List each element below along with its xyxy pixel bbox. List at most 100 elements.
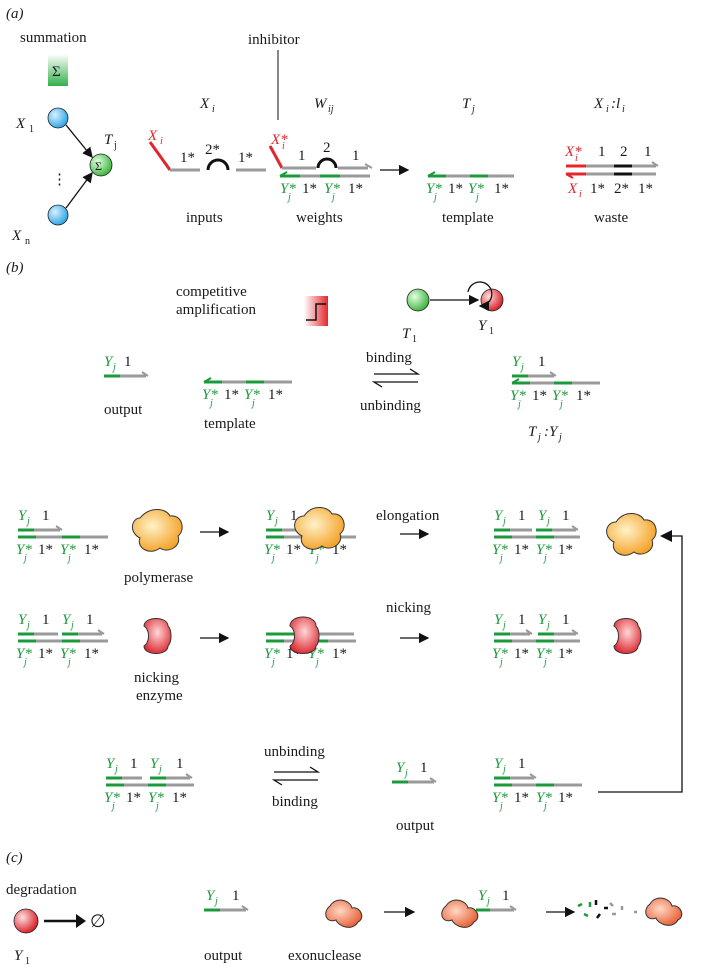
node-x1-circle <box>47 107 69 129</box>
svg-text:Y*: Y* <box>552 388 568 404</box>
svg-text:1: 1 <box>130 756 138 772</box>
svg-text:j: j <box>154 801 159 812</box>
svg-text:T: T <box>462 96 472 112</box>
svg-text:Y: Y <box>494 612 504 628</box>
weights-strand: X* i 1 2 1 Y* j 1* Y* j 1* <box>268 132 373 203</box>
svg-text:j: j <box>22 553 27 564</box>
col-title-xi: X i <box>199 96 215 115</box>
svg-text:2: 2 <box>620 144 628 160</box>
node-xn-label: X <box>11 228 22 244</box>
svg-text:1: 1 <box>290 508 298 524</box>
elong-start-duplex: Y j 1 Y* j 1* Y* j 1* <box>16 508 108 564</box>
node-xn-circle <box>47 204 69 226</box>
svg-text:X: X <box>593 96 604 112</box>
svg-text:1*: 1* <box>448 181 463 197</box>
svg-text:j: j <box>330 192 335 203</box>
col-title-tj: T j <box>462 96 475 115</box>
caption-template-b: template <box>204 416 256 432</box>
svg-text:1*: 1* <box>514 542 529 558</box>
degradation-arrowhead <box>76 914 86 928</box>
svg-text:Y*: Y* <box>324 181 340 197</box>
exonuclease-bound <box>441 899 479 928</box>
svg-text:1*: 1* <box>576 388 591 404</box>
svg-text:j: j <box>501 764 506 775</box>
svg-text:1*: 1* <box>126 790 141 806</box>
caption-output-3: output <box>204 948 243 964</box>
unbinding-label-1: unbinding <box>360 398 421 414</box>
svg-text:Y: Y <box>206 888 216 904</box>
col-title-wij: W ij <box>314 96 334 115</box>
nick-end-duplex: Y j 1 Y j 1 Y* j 1* Y* j 1* <box>492 612 580 668</box>
svg-text:Y: Y <box>494 508 504 524</box>
elong-end-duplex: Y j 1 Y j 1 Y* j 1* Y* j 1* <box>492 508 580 564</box>
svg-text:1*: 1* <box>172 790 187 806</box>
svg-text::l: :l <box>611 96 620 112</box>
svg-text:Y*: Y* <box>492 542 508 558</box>
svg-text:i: i <box>606 104 609 115</box>
unbind-start-duplex: Y j 1 Y j 1 Y* j 1* Y* j 1* <box>104 756 194 812</box>
competitive-label: competitive <box>176 284 247 300</box>
svg-text:Y*: Y* <box>16 646 32 662</box>
svg-text:1*: 1* <box>558 790 573 806</box>
svg-text:X*: X* <box>270 132 288 148</box>
caption-output-1: output <box>104 402 143 418</box>
template-strand-a: Y* j 1* Y* j 1* <box>426 171 514 203</box>
svg-text:j: j <box>25 620 30 631</box>
svg-text:ij: ij <box>328 104 334 115</box>
svg-text:1*: 1* <box>38 542 53 558</box>
caption-template-a: template <box>442 210 494 226</box>
svg-text:1*: 1* <box>84 646 99 662</box>
node-y1-sub: 1 <box>489 326 494 337</box>
elong-mid-duplex: Y j 1 Y* j 1* Y* j 1* <box>264 508 356 564</box>
svg-text:1*: 1* <box>332 646 347 662</box>
svg-text:Y: Y <box>18 612 28 628</box>
svg-text:1: 1 <box>86 612 94 628</box>
svg-text:j: j <box>157 764 162 775</box>
output-strand-3: Y j 1 <box>204 888 249 912</box>
svg-text:Y: Y <box>512 354 522 370</box>
svg-text::Y: :Y <box>544 424 559 440</box>
polymerase-label: polymerase <box>124 570 193 586</box>
svg-text:j: j <box>69 620 74 631</box>
svg-text:1: 1 <box>42 508 50 524</box>
svg-text:1: 1 <box>352 148 360 164</box>
amplification-label: amplification <box>176 302 256 318</box>
svg-text:1: 1 <box>232 888 240 904</box>
feedback-arrowhead <box>660 530 672 542</box>
svg-text:j: j <box>474 192 479 203</box>
caption-weights: weights <box>296 210 343 226</box>
nick-start-duplex: Y j 1 Y j 1 Y* j 1* Y* j 1* <box>16 612 108 668</box>
svg-text:1: 1 <box>176 756 184 772</box>
caption-waste: waste <box>594 210 628 226</box>
node-tj-label: T <box>104 132 114 148</box>
svg-text:1*: 1* <box>532 388 547 404</box>
exonuclease-released <box>645 897 683 926</box>
node-t1-sub: 1 <box>412 334 417 345</box>
svg-text:Y*: Y* <box>426 181 442 197</box>
svg-text:X: X <box>567 181 578 197</box>
svg-text:Y*: Y* <box>264 646 280 662</box>
svg-text:j: j <box>542 553 547 564</box>
node-y1-c-label: Y <box>14 948 24 964</box>
svg-text:1: 1 <box>124 354 132 370</box>
svg-text:2*: 2* <box>614 181 629 197</box>
svg-text:Y*: Y* <box>16 542 32 558</box>
svg-text:j: j <box>545 620 550 631</box>
svg-text:j: j <box>66 657 71 668</box>
exonuclease-blob <box>325 899 363 928</box>
node-xn-sub: n <box>25 236 30 247</box>
svg-text:i: i <box>622 104 625 115</box>
svg-text:j: j <box>208 398 213 409</box>
svg-text:j: j <box>270 657 275 668</box>
svg-text:j: j <box>113 764 118 775</box>
complex-label: T j :Y j <box>528 424 562 443</box>
svg-text:j: j <box>558 399 563 410</box>
svg-text:Y: Y <box>478 888 488 904</box>
svg-text:Y*: Y* <box>536 646 552 662</box>
svg-text:j: j <box>66 553 71 564</box>
svg-text:Y: Y <box>494 756 504 772</box>
svg-text:Y*: Y* <box>492 790 508 806</box>
summation-block <box>48 54 68 86</box>
svg-text:Y: Y <box>396 760 406 776</box>
fragments <box>577 900 637 919</box>
